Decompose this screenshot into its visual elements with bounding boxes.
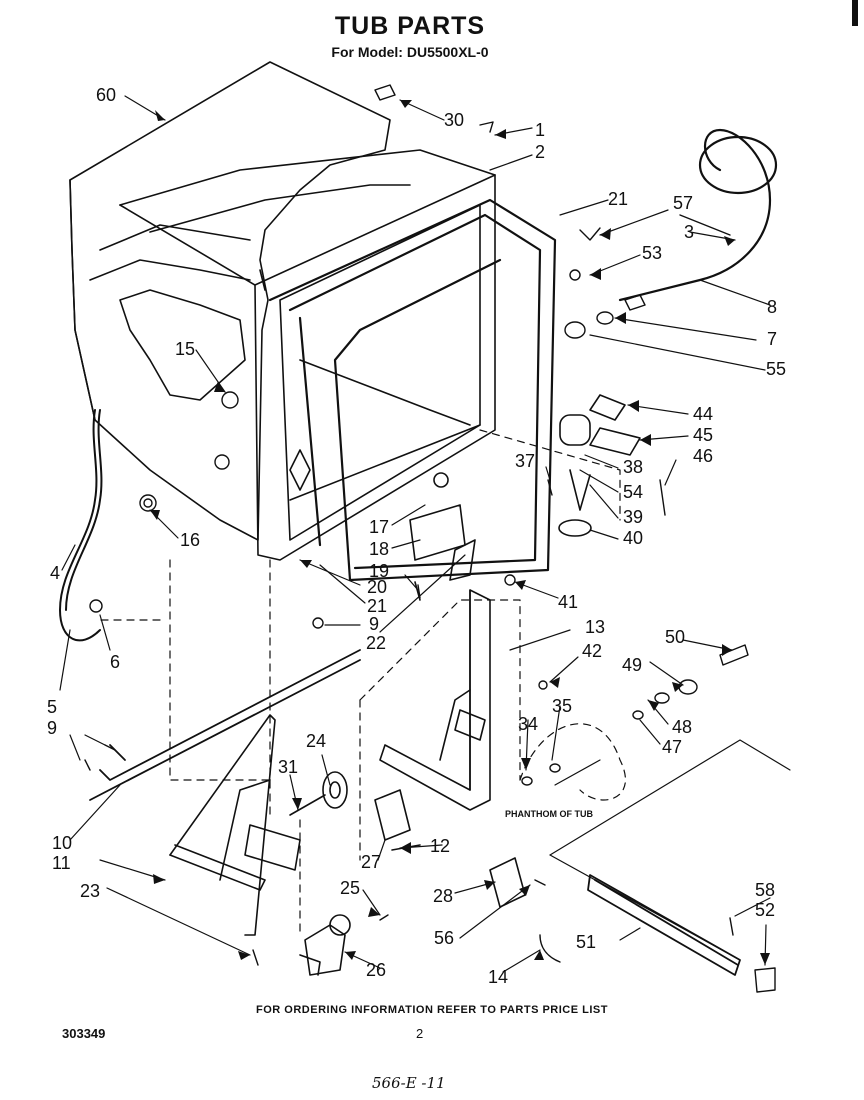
callout-19: 19 [369,561,389,581]
valve-assembly-26 [299,914,351,976]
inlet-hose [59,409,103,642]
document-number: 303349 [62,1026,106,1041]
callout-15: 15 [175,339,195,359]
callout-35: 35 [552,696,572,716]
callout-45: 45 [693,425,713,445]
callout-50: 50 [665,627,685,647]
callout-38: 38 [623,457,643,477]
callout-22: 22 [366,633,386,653]
callout-9-center: 9 [369,614,379,634]
callout-51: 51 [576,932,596,952]
handwritten-note: 566-E -11 [372,1074,446,1092]
callout-18: 18 [369,539,389,559]
ordering-note: FOR ORDERING INFORMATION REFER TO PARTS … [256,1004,608,1016]
small-hardware [84,84,776,993]
float-assembly [558,394,641,537]
vent-hose-coil [618,128,778,302]
callout-30: 30 [444,110,464,130]
callout-40: 40 [623,528,643,548]
model-subtitle: For Model: DU5500XL-0 [331,44,489,60]
tub-parts-diagram: 60 30 1 2 21 57 3 53 8 7 55 15 44 45 46 … [47,61,791,993]
pulley-24 [289,771,348,816]
arrowheads [150,100,770,965]
callout-3: 3 [684,222,694,242]
callout-47: 47 [662,737,682,757]
callout-26: 26 [366,960,386,980]
callout-37: 37 [515,451,535,471]
callout-4: 4 [50,563,60,583]
callout-53: 53 [642,243,662,263]
callout-49: 49 [622,655,642,675]
phantom-tub-label: PHANTHOM OF TUB [505,809,593,819]
callout-48: 48 [672,717,692,737]
callout-60: 60 [96,85,116,105]
bottom-rail-51 [587,874,741,976]
callout-23: 23 [80,881,100,901]
callout-2: 2 [535,142,545,162]
callout-25: 25 [340,878,360,898]
callout-55: 55 [766,359,786,379]
callout-42: 42 [582,641,602,661]
tub-center-parts [409,472,476,601]
page-number: 2 [416,1026,424,1041]
callout-1: 1 [535,120,545,140]
callout-46: 46 [693,446,713,466]
callout-21-top: 21 [608,189,628,209]
callout-7: 7 [767,329,777,349]
door-spring-bracket [169,714,301,936]
side-bracket-13 [379,589,491,811]
callout-57: 57 [673,193,693,213]
callout-20: 20 [367,577,387,597]
callout-24: 24 [306,731,326,751]
callout-11: 11 [52,853,71,873]
callout-54: 54 [623,482,643,502]
callout-labels: 60 30 1 2 21 57 3 53 8 7 55 15 44 45 46 … [47,85,786,987]
callout-14: 14 [488,967,508,987]
callout-13: 13 [585,617,605,637]
page-title: TUB PARTS [334,12,486,40]
callout-16: 16 [180,530,200,550]
callout-34: 34 [518,714,538,734]
callout-41: 41 [558,592,578,612]
callout-52: 52 [755,900,775,920]
callout-9-left: 9 [47,718,57,738]
callout-58: 58 [755,880,775,900]
callout-8: 8 [767,297,777,317]
callout-21-bottom: 21 [367,596,387,616]
tub-body [119,149,496,561]
door-gasket [268,198,557,582]
callout-56: 56 [434,928,454,948]
callout-31: 31 [278,757,298,777]
tub-insulation-blanket [69,61,391,541]
callout-5: 5 [47,697,57,717]
callout-39: 39 [623,507,643,527]
callout-27: 27 [361,852,381,872]
callout-17: 17 [369,517,389,537]
callout-44: 44 [693,404,713,424]
phantom-tub-outline [549,739,791,961]
bracket-27 [374,789,421,851]
callout-6: 6 [110,652,120,672]
callout-12: 12 [430,836,450,856]
rail-10 [89,649,361,801]
callout-10: 10 [52,833,72,853]
scan-edge-mark [852,0,858,26]
callout-28: 28 [433,886,453,906]
